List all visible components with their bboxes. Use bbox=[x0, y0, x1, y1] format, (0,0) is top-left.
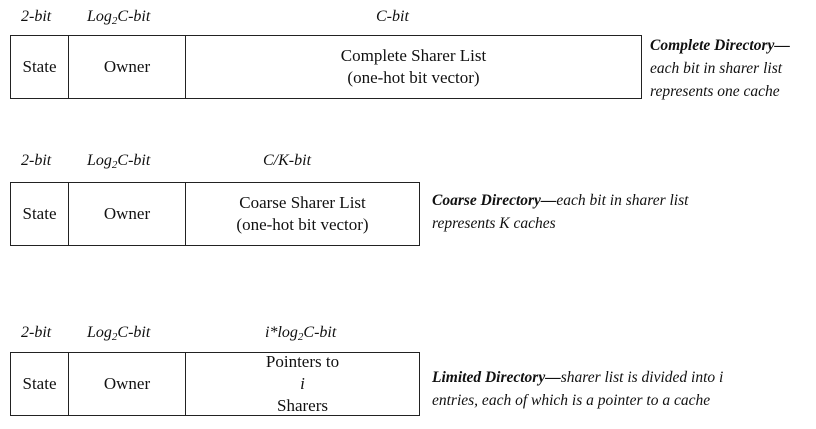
state-field: State bbox=[22, 204, 57, 223]
state-bit-width-label: 2-bit bbox=[21, 152, 52, 169]
state-bit-width-label: 2-bit bbox=[21, 8, 52, 25]
coarse-directory-entry: State Owner Coarse Sharer List (one-hot … bbox=[10, 182, 420, 246]
coarse-directory-description: Coarse Directory—each bit in sharer list… bbox=[432, 192, 689, 232]
complete-sharer-list-field: Complete Sharer List (one-hot bit vector… bbox=[185, 36, 641, 98]
owner-field: Owner bbox=[68, 353, 185, 415]
sharer-list-bit-width-label: i*log2C-bit bbox=[265, 324, 337, 343]
owner-field: Owner bbox=[68, 183, 185, 245]
state-field: State bbox=[22, 374, 57, 393]
sharer-pointers-field: Pointers to i Sharers bbox=[185, 352, 419, 415]
limited-directory-entry: State Owner Pointers to i Sharers bbox=[10, 352, 420, 416]
sharer-list-bit-width-label: C/K-bit bbox=[263, 152, 312, 169]
owner-bit-width-label: Log2C-bit bbox=[87, 324, 151, 343]
owner-bit-width-label: Log2C-bit bbox=[87, 8, 151, 27]
complete-directory-description: Complete Directory— each bit in sharer l… bbox=[650, 37, 790, 100]
owner-field: Owner bbox=[68, 36, 185, 98]
state-bit-width-label: 2-bit bbox=[21, 324, 52, 341]
sharer-list-bit-width-label: C-bit bbox=[376, 8, 409, 25]
state-field: State bbox=[22, 57, 57, 76]
complete-directory-entry: State Owner Complete Sharer List (one-ho… bbox=[10, 35, 642, 99]
owner-bit-width-label: Log2C-bit bbox=[87, 152, 151, 171]
coarse-sharer-list-field: Coarse Sharer List (one-hot bit vector) bbox=[185, 183, 419, 245]
limited-directory-description: Limited Directory—sharer list is divided… bbox=[432, 369, 724, 409]
